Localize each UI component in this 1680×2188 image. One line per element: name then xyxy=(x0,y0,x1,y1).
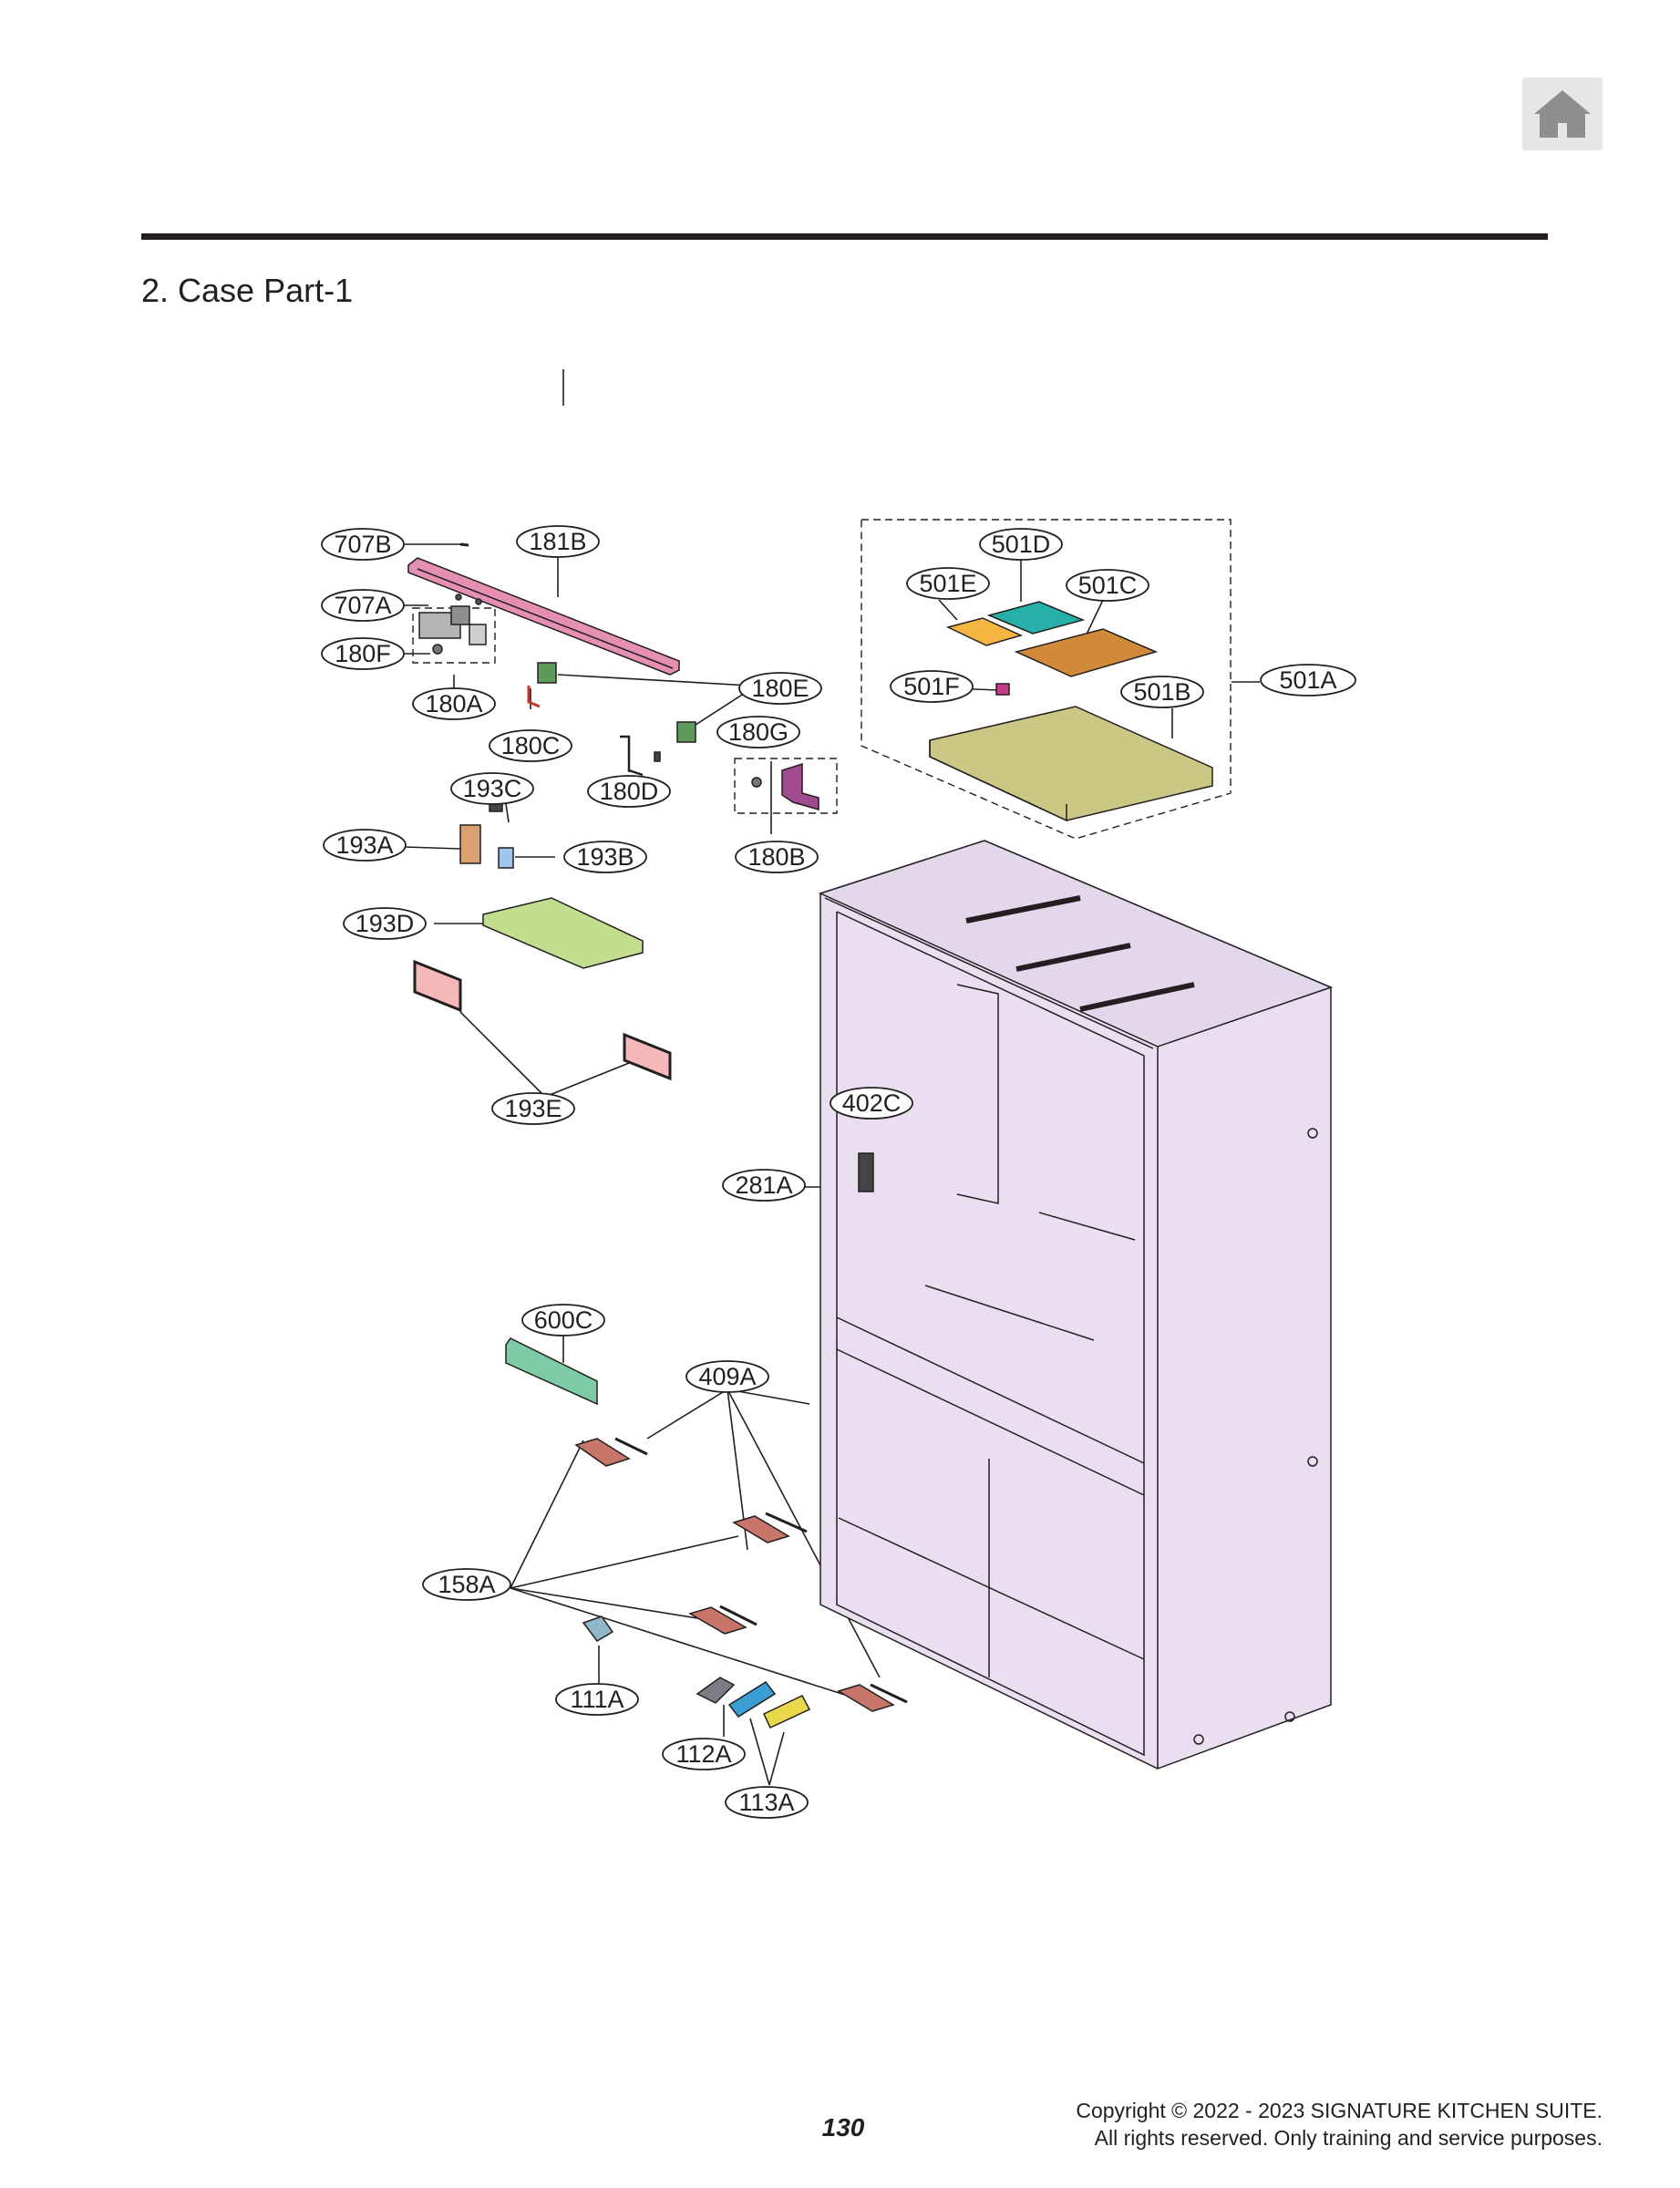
callout-402C: 402C xyxy=(830,1087,913,1120)
callout-707A: 707A xyxy=(321,589,405,622)
part-111A-bracket xyxy=(582,1615,614,1642)
callout-193D: 193D xyxy=(343,907,427,940)
callout-180E: 180E xyxy=(738,672,822,705)
svg-text:180D: 180D xyxy=(600,778,659,805)
part-180C-bracket xyxy=(527,686,541,708)
svg-text:181B: 181B xyxy=(529,528,586,555)
callout-409A: 409A xyxy=(685,1360,769,1393)
part-501B-tray xyxy=(929,706,1213,822)
callouts: 707B 181B 707A 180F 180A 180C 180D 180E … xyxy=(321,525,1356,1819)
svg-text:501E: 501E xyxy=(919,570,976,597)
part-180D-bracket xyxy=(620,735,661,777)
callout-112A: 112A xyxy=(662,1738,746,1770)
callout-707B: 707B xyxy=(321,528,405,561)
part-193A-lever xyxy=(459,824,481,864)
callout-501F: 501F xyxy=(890,670,974,703)
home-button[interactable] xyxy=(1522,77,1603,150)
callout-501D: 501D xyxy=(979,528,1063,561)
part-707A-hinge xyxy=(418,593,487,655)
callout-111A: 111A xyxy=(555,1683,639,1716)
callout-180D: 180D xyxy=(587,775,671,808)
part-409A-rod xyxy=(614,1437,908,1704)
svg-text:409A: 409A xyxy=(698,1363,756,1390)
svg-text:112A: 112A xyxy=(675,1740,731,1768)
svg-text:193B: 193B xyxy=(576,843,634,871)
home-icon xyxy=(1534,90,1591,138)
svg-text:193D: 193D xyxy=(356,910,415,937)
part-158A-pad xyxy=(574,1438,895,1712)
callout-180F: 180F xyxy=(321,637,405,670)
callout-180B: 180B xyxy=(735,841,819,873)
svg-text:501D: 501D xyxy=(992,531,1051,558)
callout-193A: 193A xyxy=(323,829,407,862)
svg-text:501B: 501B xyxy=(1133,678,1190,706)
svg-text:193A: 193A xyxy=(335,831,393,859)
svg-text:193C: 193C xyxy=(463,775,522,802)
svg-text:402C: 402C xyxy=(842,1089,902,1117)
callout-501C: 501C xyxy=(1066,569,1149,602)
svg-text:180F: 180F xyxy=(335,640,391,667)
svg-text:180G: 180G xyxy=(728,718,788,746)
svg-text:193E: 193E xyxy=(504,1095,562,1122)
part-180B-hinge xyxy=(751,762,819,810)
callout-501E: 501E xyxy=(906,567,990,600)
svg-text:501F: 501F xyxy=(903,673,960,700)
part-501F-connector xyxy=(995,683,1010,696)
part-181B-rail xyxy=(407,542,680,676)
svg-text:113A: 113A xyxy=(738,1789,794,1816)
part-180E-bracket xyxy=(537,662,696,743)
callout-281A: 281A xyxy=(722,1169,806,1202)
svg-text:501C: 501C xyxy=(1078,572,1138,599)
part-600C-filter xyxy=(505,1337,598,1406)
svg-text:180A: 180A xyxy=(425,690,482,717)
part-113A-grille xyxy=(727,1681,811,1729)
callout-181B: 181B xyxy=(516,525,600,558)
page-number: 130 xyxy=(821,2113,865,2142)
callout-180G: 180G xyxy=(716,716,800,748)
svg-text:180C: 180C xyxy=(501,732,561,759)
part-501D-board xyxy=(986,601,1086,635)
callout-158A: 158A xyxy=(422,1568,511,1601)
copyright-line-1: Copyright © 2022 - 2023 SIGNATURE KITCHE… xyxy=(1076,2099,1603,2122)
part-193D-cover xyxy=(482,897,644,969)
part-501E-board xyxy=(945,617,1024,646)
svg-text:180B: 180B xyxy=(747,843,805,871)
svg-text:281A: 281A xyxy=(735,1171,792,1199)
svg-text:111A: 111A xyxy=(570,1686,624,1713)
callout-600C: 600C xyxy=(521,1304,605,1337)
cabinet-case xyxy=(818,840,1334,1770)
part-112A-grille xyxy=(696,1677,736,1704)
svg-text:180E: 180E xyxy=(751,675,809,702)
callout-193E: 193E xyxy=(491,1092,575,1125)
svg-text:158A: 158A xyxy=(438,1571,495,1598)
header-rule xyxy=(141,233,1548,240)
svg-text:707B: 707B xyxy=(334,531,391,558)
callout-113A: 113A xyxy=(725,1786,809,1819)
callout-193B: 193B xyxy=(563,841,647,873)
leader-lines xyxy=(403,369,1260,1786)
callout-180C: 180C xyxy=(489,729,572,762)
copyright-notice: Copyright © 2022 - 2023 SIGNATURE KITCHE… xyxy=(1076,2097,1603,2152)
callout-501B: 501B xyxy=(1120,676,1204,708)
section-title: 2. Case Part-1 xyxy=(141,272,354,309)
callout-501A: 501A xyxy=(1260,664,1356,697)
part-193B-switch xyxy=(498,847,514,869)
part-501C-board xyxy=(1014,628,1159,677)
svg-text:501A: 501A xyxy=(1279,666,1336,694)
callout-180A: 180A xyxy=(412,687,496,720)
part-193E-pad xyxy=(413,959,672,1081)
svg-text:707A: 707A xyxy=(334,592,391,619)
copyright-line-2: All rights reserved. Only training and s… xyxy=(1094,2126,1603,2150)
svg-text:600C: 600C xyxy=(534,1306,593,1334)
callout-193C: 193C xyxy=(450,772,534,805)
